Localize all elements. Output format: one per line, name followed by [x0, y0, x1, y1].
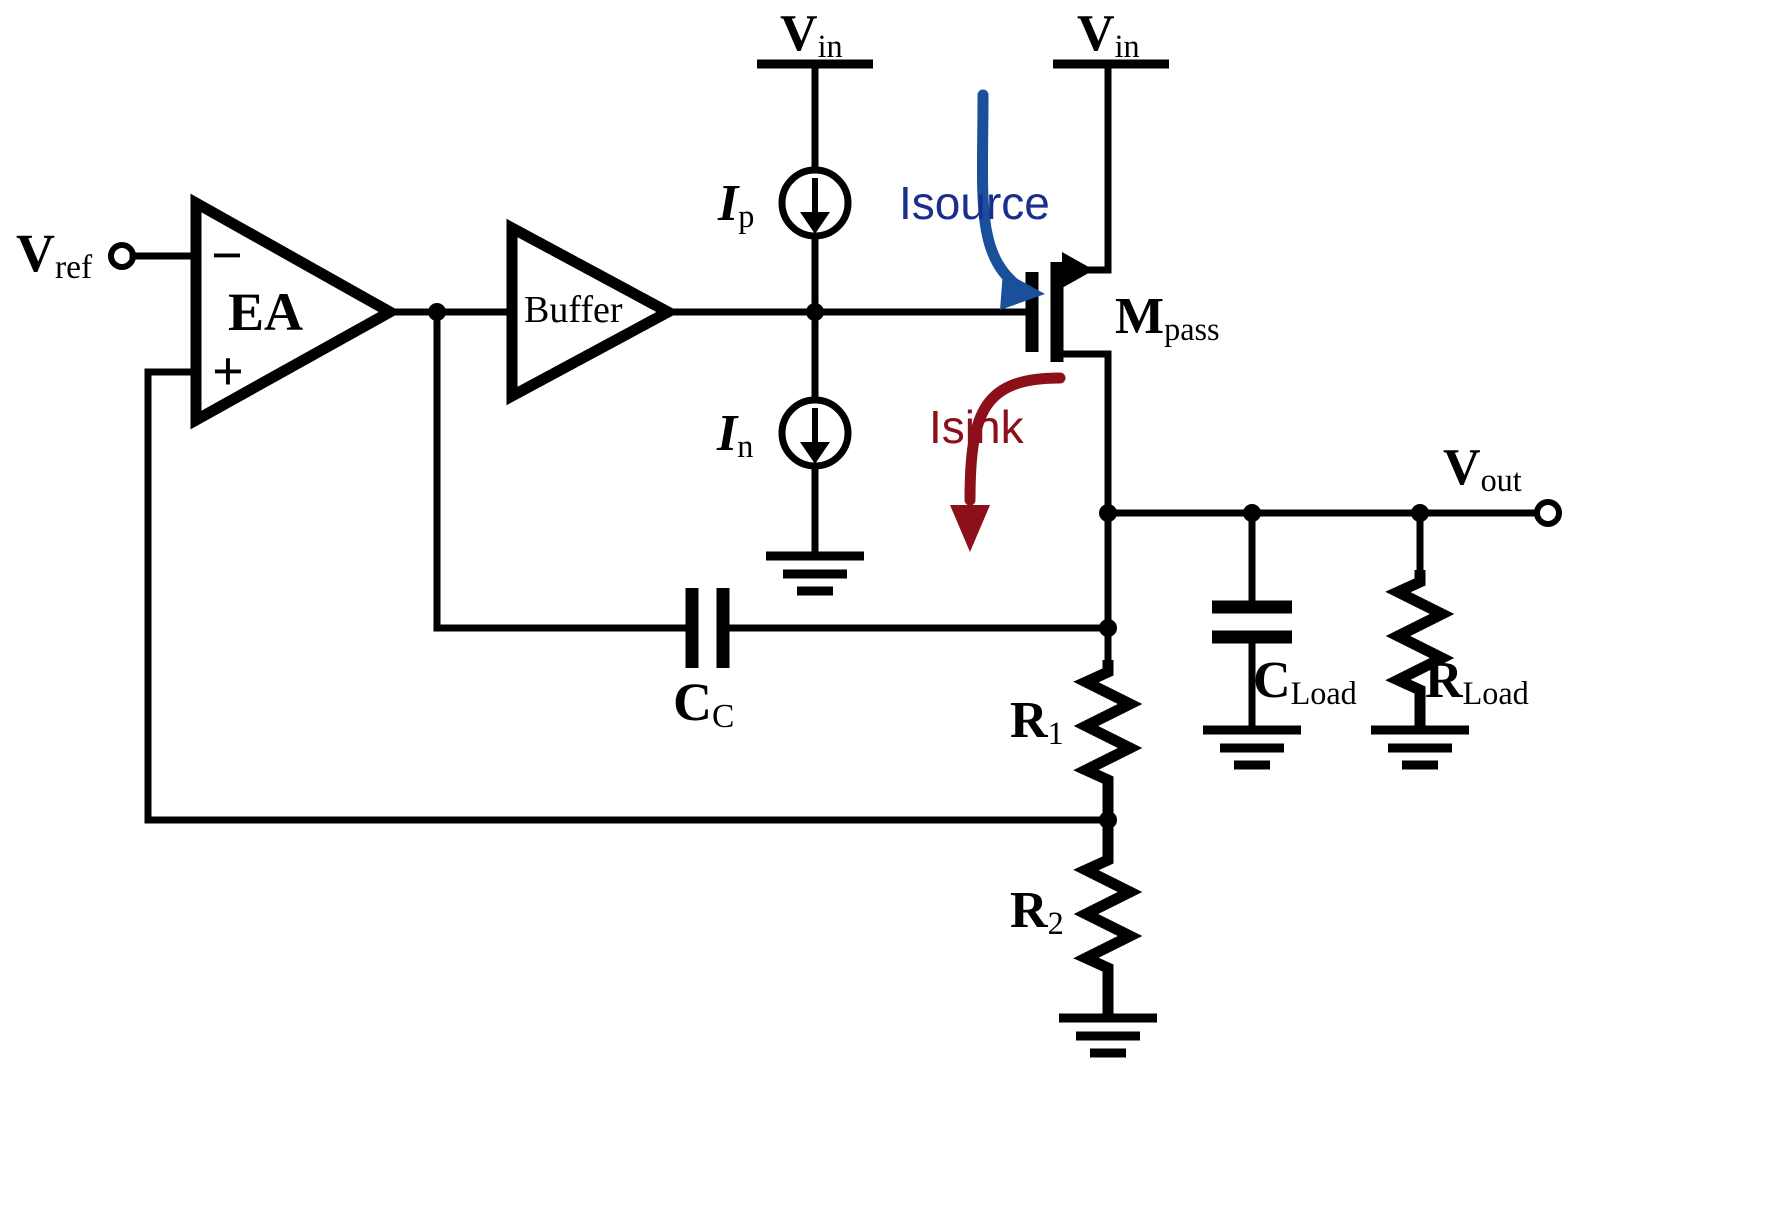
r2-resistor-zigzag[interactable] — [1073, 820, 1143, 1014]
ea-minus-input-label: − — [211, 225, 243, 287]
vout-terminal-circle[interactable] — [1534, 499, 1562, 527]
vin-right-label: Vin — [1077, 5, 1140, 65]
isource-label: Isource — [899, 177, 1050, 229]
cload-label: CLoad — [1253, 652, 1357, 712]
mpass-source-arrow — [1062, 252, 1094, 288]
cc-label: CC — [673, 672, 735, 736]
ip-label: Ip — [718, 175, 755, 235]
isink-arrow-head — [950, 505, 990, 552]
rload-label: RLoad — [1425, 652, 1529, 712]
isink-label: Isink — [929, 401, 1024, 453]
rload-resistor-zigzag[interactable] — [1385, 570, 1455, 726]
isink-arrow-curve — [964, 372, 1066, 506]
vout-label: Vout — [1443, 439, 1522, 499]
r2-label: R2 — [1010, 882, 1064, 942]
isource-arrow-head — [1000, 271, 1045, 310]
mpass-label: Mpass — [1115, 288, 1220, 348]
buffer-label: Buffer — [524, 289, 623, 331]
vin-left-label: Vin — [780, 5, 843, 65]
ea-plus-input-label: + — [212, 341, 244, 403]
r1-resistor-zigzag[interactable] — [1073, 660, 1143, 820]
ip-arrow-head — [800, 212, 830, 234]
ea-label: EA — [228, 282, 304, 342]
r1-label: R1 — [1010, 692, 1064, 752]
error-amplifier-triangle[interactable] — [190, 193, 402, 430]
in-arrow-head — [800, 442, 830, 464]
vref-label: Vref — [16, 223, 93, 287]
in-label: In — [717, 405, 754, 465]
buffer-triangle[interactable] — [506, 218, 680, 406]
